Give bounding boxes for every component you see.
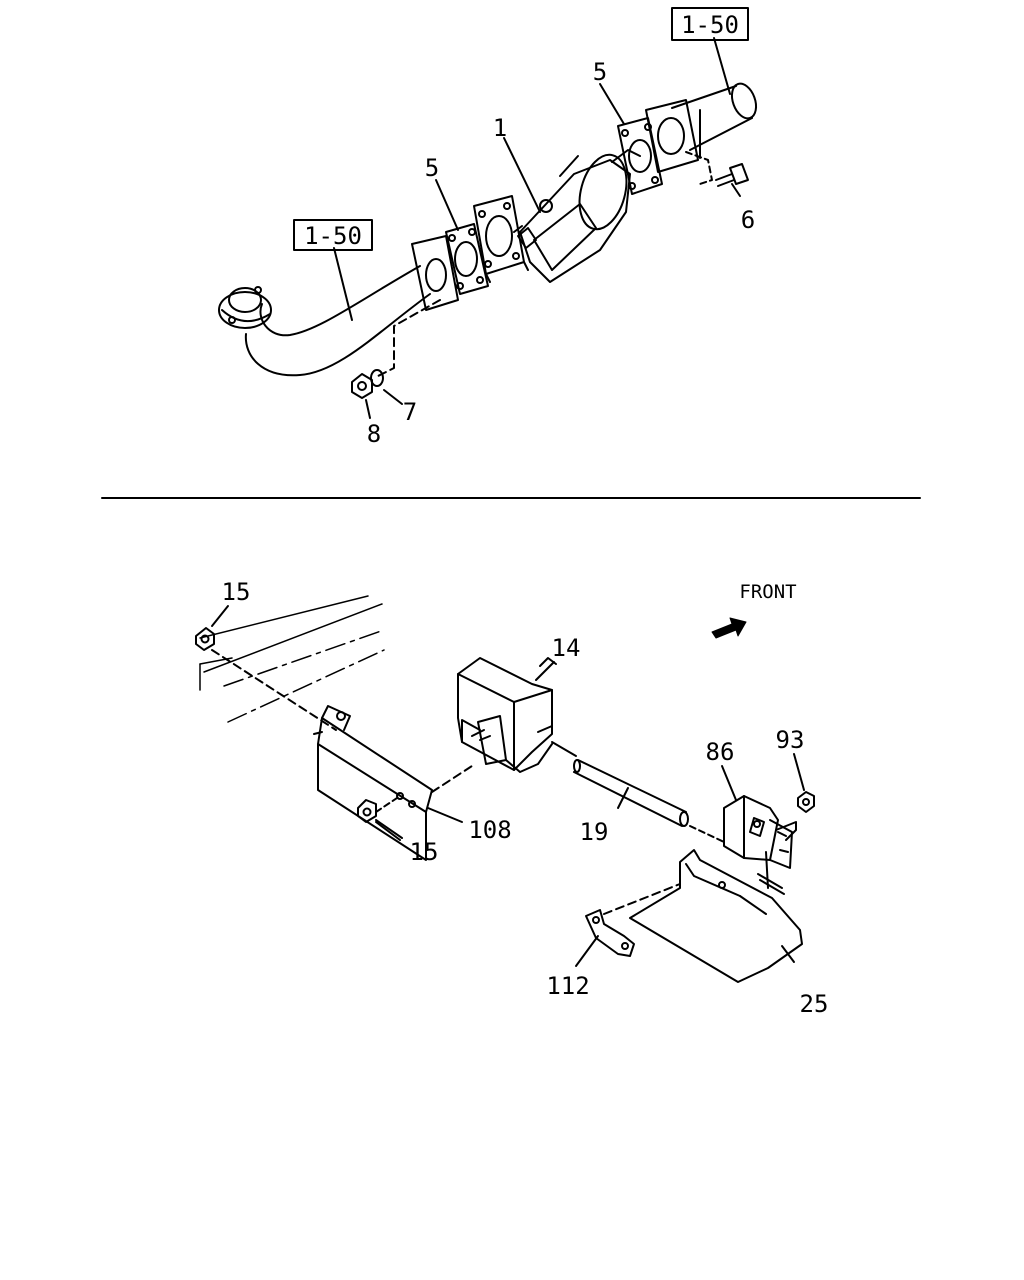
catalytic-converter: [513, 149, 641, 283]
callout-washer: 7: [403, 398, 417, 426]
callout-heat-shield: 25: [800, 990, 829, 1018]
mounting-bracket: [313, 705, 433, 861]
frame-rail: [199, 595, 385, 723]
lower-evap-assembly: [195, 595, 815, 983]
callout-bracket: 108: [468, 816, 511, 844]
exhaust-pipe-rear: [645, 82, 758, 173]
ref-label-top: 1-50: [681, 11, 739, 39]
callout-solenoid-valve: 86: [706, 738, 735, 766]
callout-retaining-clip: 112: [546, 972, 589, 1000]
heat-shield: [629, 849, 803, 983]
callout-catalytic-converter: 1: [493, 114, 507, 142]
callout-gasket-front: 5: [425, 154, 439, 182]
retaining-clip: [585, 909, 635, 957]
callout-hose: 19: [580, 818, 609, 846]
callout-nut-valve: 93: [776, 726, 805, 754]
ref-label-left: 1-50: [304, 222, 362, 250]
nut-valve: [797, 791, 815, 813]
converter-inlet-flange: [473, 195, 529, 283]
washer: [370, 369, 384, 387]
exhaust-pipe-front: [218, 235, 459, 377]
callout-nut-top: 15: [222, 578, 251, 606]
hose: [551, 741, 725, 843]
gasket-front: [445, 223, 489, 295]
nut-bottom: [357, 799, 377, 823]
stud-line-lower: [377, 299, 441, 377]
front-label: FRONT: [739, 581, 796, 603]
front-arrow-icon: [711, 617, 747, 639]
callout-nut-bottom: 15: [410, 838, 439, 866]
callout-gasket-rear: 5: [593, 58, 607, 86]
callout-bolt: 6: [741, 206, 755, 234]
callout-canister: 14: [552, 634, 581, 662]
nut: [351, 373, 373, 399]
bolt: [715, 163, 749, 187]
solenoid-valve: [723, 795, 797, 895]
evap-canister: [457, 657, 553, 773]
callout-nut: 8: [367, 420, 381, 448]
upper-exhaust-assembly: [218, 7, 758, 419]
nut-top: [195, 627, 215, 651]
stud-line-upper: [685, 151, 713, 185]
